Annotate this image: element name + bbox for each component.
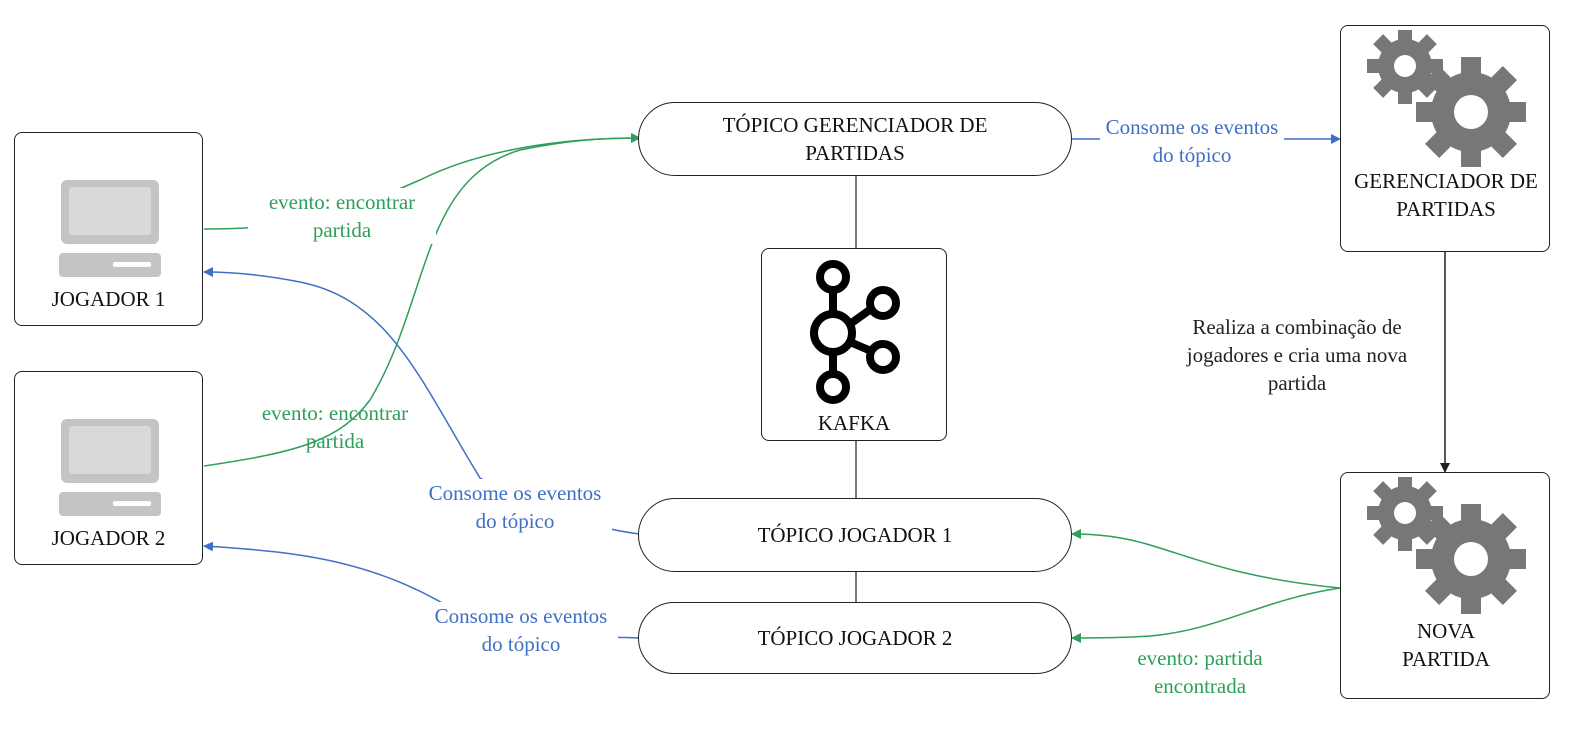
edge-label-j1-to-topico: evento: encontrar partida bbox=[248, 188, 436, 244]
edge-j2-to-topico bbox=[203, 133, 641, 467]
node-nova-partida: NOVA PARTIDA bbox=[1340, 472, 1550, 699]
node-gerenciador: GERENCIADOR DE PARTIDAS bbox=[1340, 25, 1550, 252]
node-jogador-1-label: JOGADOR 1 bbox=[51, 287, 166, 311]
node-topico-jogador-1-label: TÓPICO JOGADOR 1 bbox=[757, 523, 953, 547]
computer-icon bbox=[59, 419, 161, 516]
edge-label-nova-to-topicos: evento: partida encontrada bbox=[1108, 644, 1292, 700]
node-topico-gerenciador: TÓPICO GERENCIADOR DE PARTIDAS bbox=[638, 102, 1072, 176]
node-topico-jogador-2-label: TÓPICO JOGADOR 2 bbox=[757, 626, 953, 650]
kafka-logo-icon bbox=[810, 260, 900, 404]
node-jogador-2-label: JOGADOR 2 bbox=[51, 526, 166, 550]
edge-nova-to-topico1 bbox=[1071, 529, 1341, 589]
node-nova-partida-label: NOVA PARTIDA bbox=[1402, 619, 1490, 671]
node-jogador-2: JOGADOR 2 bbox=[14, 371, 203, 565]
node-topico-jogador-1: TÓPICO JOGADOR 1 bbox=[638, 498, 1072, 572]
node-jogador-1: JOGADOR 1 bbox=[14, 132, 203, 326]
node-topico-jogador-2: TÓPICO JOGADOR 2 bbox=[638, 602, 1072, 674]
gears-icon bbox=[1367, 477, 1526, 614]
node-kafka: KAFKA bbox=[761, 248, 947, 441]
edge-label-gerenciador-to-nova: Realiza a combinação de jogadores e cria… bbox=[1170, 313, 1424, 397]
edge-label-topico1-to-j1: Consome os eventos do tópico bbox=[418, 479, 612, 535]
node-kafka-label: KAFKA bbox=[817, 411, 891, 435]
edge-nova-to-topico2 bbox=[1071, 587, 1341, 643]
edge-label-j2-to-topico: evento: encontrar partida bbox=[261, 401, 409, 453]
edge-label-topico2-to-j2: Consome os eventos do tópico bbox=[424, 602, 618, 658]
node-gerenciador-label: GERENCIADOR DE PARTIDAS bbox=[1354, 169, 1538, 221]
gears-icon bbox=[1367, 30, 1526, 167]
edge-label-topico-to-gerenciador: Consome os eventos do tópico bbox=[1100, 113, 1284, 169]
node-topico-gerenciador-label: TÓPICO GERENCIADOR DE PARTIDAS bbox=[722, 113, 988, 165]
computer-icon bbox=[59, 180, 161, 277]
